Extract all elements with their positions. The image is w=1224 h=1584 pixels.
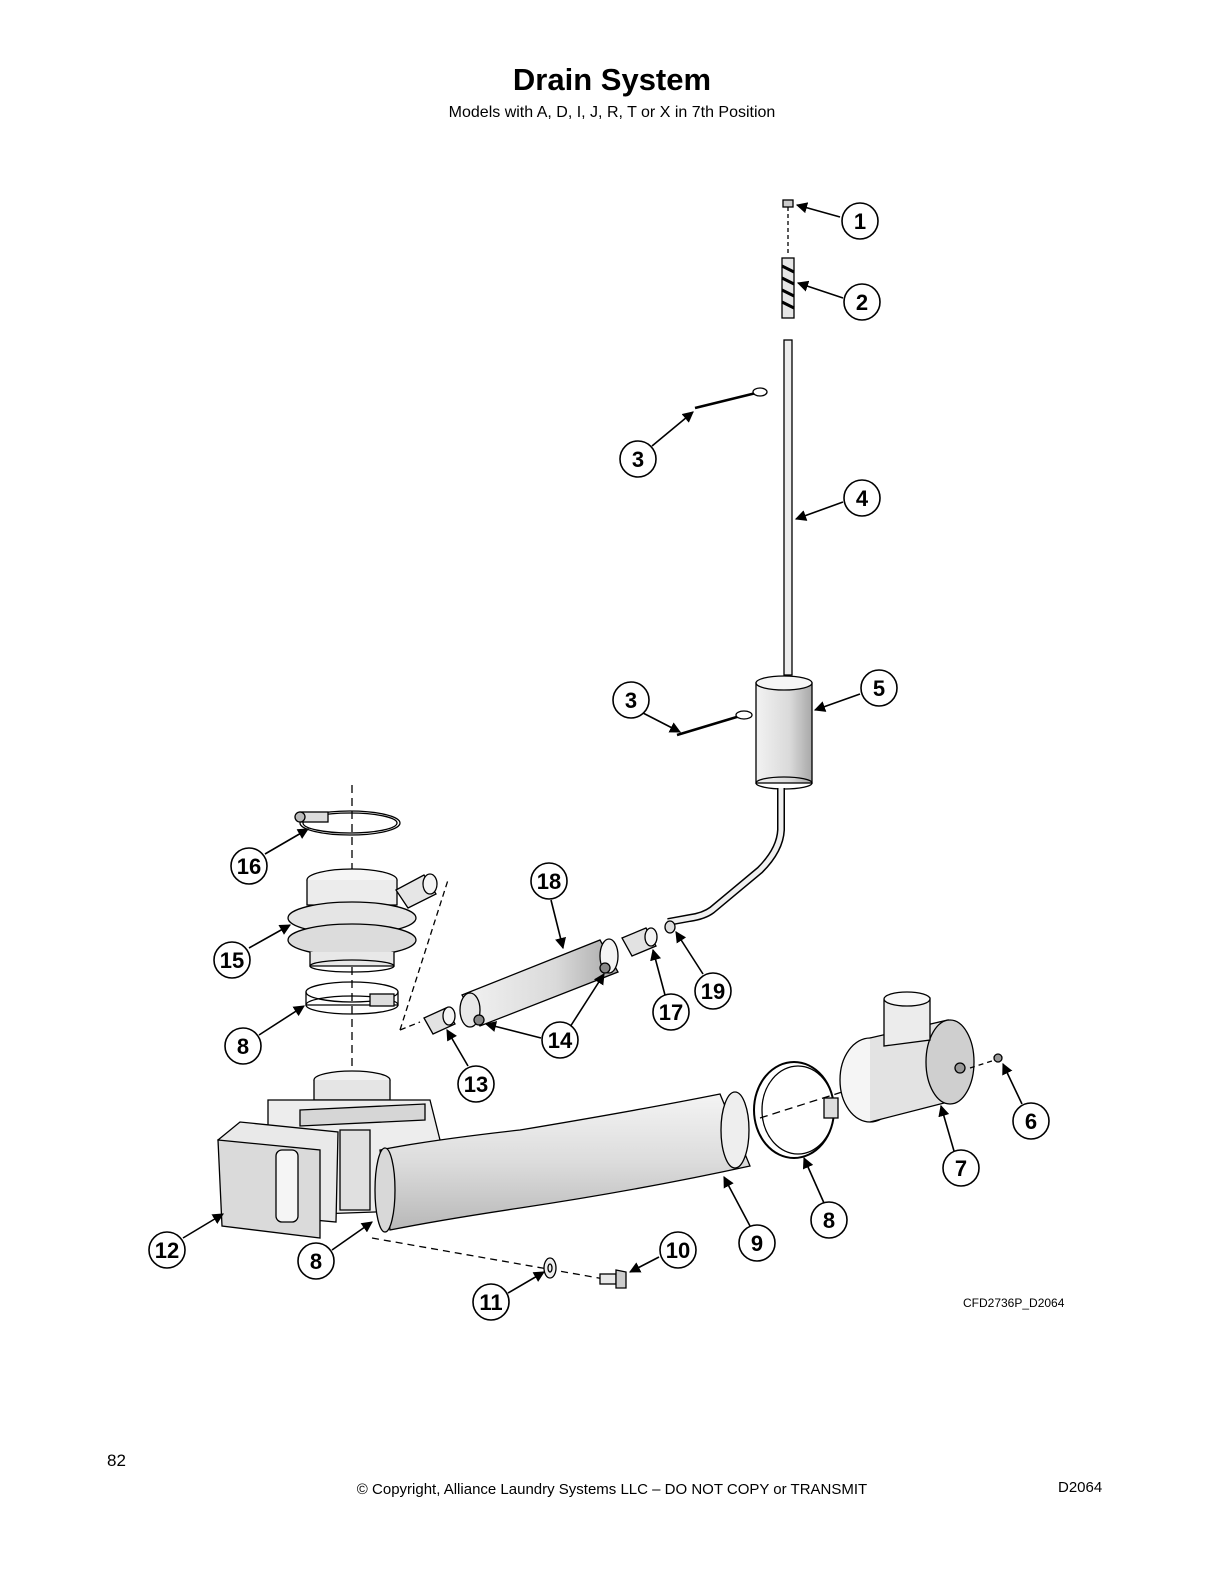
svg-text:16: 16 [237,854,261,879]
callout-3-upper: 3 [619,411,694,478]
svg-text:13: 13 [464,1072,488,1097]
svg-text:3: 3 [625,688,637,713]
svg-text:19: 19 [701,979,725,1004]
callout-11: 11 [472,1271,545,1321]
part-11-washer [543,1257,557,1279]
callouts: 1 2 3 4 5 3 16 [148,202,1050,1321]
svg-text:15: 15 [220,948,244,973]
callout-5: 5 [813,669,898,712]
part-9-hose [379,1093,751,1231]
part-5-weight [755,675,813,790]
callout-18: 17 [650,948,690,1031]
callout-15: 13 [446,1029,495,1103]
svg-text:10: 10 [666,1238,690,1263]
svg-text:1: 1 [854,209,866,234]
callout-8-lower: 8 [297,1221,373,1280]
svg-text:11: 11 [479,1290,502,1315]
part-1-clip [782,199,794,255]
part-6-screw [969,1053,1003,1069]
part-12-motor [217,1121,339,1239]
page-title: Drain System [512,62,712,97]
part-4-rod [783,339,793,676]
callout-13: 15 [213,924,291,979]
callout-14: 16 [230,828,309,885]
svg-text:4: 4 [856,486,869,511]
callout-7: 7 [938,1104,980,1187]
callout-19: 19 [675,931,732,1010]
svg-text:9: 9 [751,1231,763,1256]
svg-text:8: 8 [237,1034,249,1059]
part-10-bolt [599,1269,627,1289]
callout-17: 18 [530,862,568,950]
callout-12: 12 [148,1213,224,1269]
part-13-bellows [287,868,438,973]
part-8-clamp-middle [753,1061,839,1159]
svg-text:7: 7 [955,1156,967,1181]
part-14-clamp [294,810,401,836]
drawing-code: CFD2736P_D2064 [963,1296,1065,1310]
part-8-clamp-upper [305,981,399,1015]
svg-text:3: 3 [632,447,644,472]
page-subtitle: Models with A, D, I, J, R, T or X in 7th… [448,104,776,121]
document-code: D2064 [1058,1479,1103,1496]
callout-1: 1 [795,202,879,240]
svg-text:14: 14 [548,1028,573,1053]
part-18-spacer [621,927,658,957]
svg-text:2: 2 [856,290,868,315]
svg-text:5: 5 [873,676,885,701]
callout-3-lower: 3 [612,681,681,733]
callout-6: 6 [1002,1062,1050,1140]
part-3-cotter-pin-upper [694,387,768,410]
svg-text:18: 18 [537,869,561,894]
svg-text:12: 12 [155,1238,179,1263]
callout-2: 2 [796,280,881,321]
callout-9: 9 [723,1176,776,1262]
svg-text:8: 8 [310,1249,322,1274]
part-19-clip [664,920,676,934]
svg-text:6: 6 [1025,1109,1037,1134]
page-number: 82 [107,1451,126,1470]
callout-16: 14 [484,973,605,1059]
part-7-t-fitting [839,991,975,1123]
callout-8-middle: 8 [802,1156,848,1239]
callout-4: 4 [794,479,881,521]
svg-text:17: 17 [659,1000,683,1025]
callout-8-upper: 8 [224,1005,305,1065]
callout-10: 10 [629,1231,697,1273]
part-17-actuator [459,938,619,1028]
copyright-notice: © Copyright, Alliance Laundry Systems LL… [356,1481,868,1498]
svg-text:8: 8 [823,1208,835,1233]
part-3-cotter-pin-lower [676,710,753,737]
part-15-spacer [423,1006,456,1035]
part-2-spring [781,257,795,319]
